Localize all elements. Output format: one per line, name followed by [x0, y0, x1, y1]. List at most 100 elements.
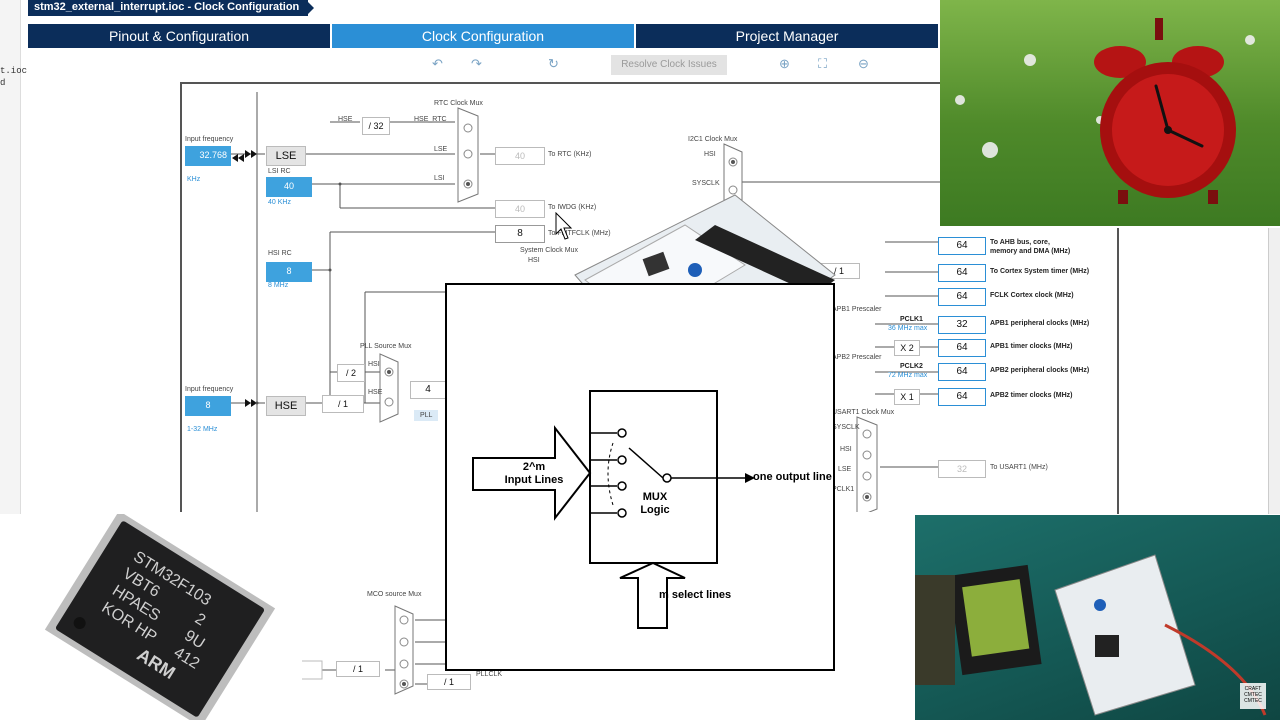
mux-select-label: m select lines	[659, 589, 732, 601]
apb1-peripheral-value: 32	[938, 316, 986, 334]
usart-lse-label: LSE	[838, 466, 852, 473]
ahb-clock-value[interactable]: 64	[938, 237, 986, 255]
mco-source-mux-label: MCO source Mux	[367, 591, 422, 598]
pclk2-label: PCLK2	[900, 363, 923, 370]
mux-logic-label-2: Logic	[640, 504, 670, 516]
alarm-clock-photo	[940, 0, 1280, 226]
system-clock-mux-label: System Clock Mux	[520, 247, 578, 254]
mux-diagram	[472, 390, 755, 629]
pclk1-max: 36 MHz max	[888, 325, 928, 332]
apb2-prescaler-label: APB2 Prescaler	[832, 354, 882, 361]
zoom-out-icon[interactable]: ⊖	[858, 56, 869, 71]
to-flitfclk-label: To FLITFCLK (MHz)	[548, 230, 611, 237]
hsi-rc-label: HSI RC	[268, 250, 292, 257]
resolve-clock-issues-button[interactable]: Resolve Clock Issues	[611, 55, 727, 75]
rtc-hse-label: HSE	[338, 116, 353, 123]
mouse-cursor-icon	[555, 212, 573, 240]
rtc-hse-rtc-label: HSE_RTC	[414, 116, 447, 123]
lsi-rc-label: LSI RC	[268, 168, 291, 175]
pll-value: 4	[410, 381, 446, 399]
apb1-timer-label: APB1 timer clocks (MHz)	[990, 343, 1073, 350]
usart1-label: To USART1 (MHz)	[990, 464, 1048, 471]
mux-logic-label-1: MUX	[642, 491, 668, 503]
undo-icon[interactable]: ↶	[432, 56, 443, 71]
to-iwdg-label: To IWDG (KHz)	[548, 204, 597, 211]
fclk-value: 64	[938, 288, 986, 306]
explorer-item[interactable]: d	[0, 78, 6, 88]
usart-pclk1-label: PCLK1	[832, 486, 855, 493]
hsi-unit: 8 MHz	[268, 282, 289, 289]
pll-label: PLL	[414, 410, 439, 421]
usart-sysclk-label: SYSCLK	[832, 424, 860, 431]
hse-frequency-input[interactable]: 8	[185, 396, 231, 416]
rtc-lsi-label: LSI	[434, 175, 445, 182]
main-tabs: Pinout & Configuration Clock Configurati…	[28, 24, 940, 48]
pll-hse-label: HSE	[368, 389, 383, 396]
sys-hsi-label: HSI	[528, 257, 540, 264]
hse-input-freq-label: Input frequency	[185, 386, 234, 393]
fit-icon[interactable]: ⛶	[818, 56, 828, 71]
apb1-timer-multiplier: X 2	[894, 340, 920, 356]
hse-range: 1-32 MHz	[187, 426, 218, 433]
rtc-clock-mux-label: RTC Clock Mux	[434, 100, 483, 107]
lse-unit: KHz	[187, 176, 201, 183]
ahb-label-1: To AHB bus, core,	[990, 239, 1050, 246]
pll-hsi-divider[interactable]: / 2	[337, 364, 365, 382]
apb2-timer-multiplier: X 1	[894, 389, 920, 405]
usart-hsi-label: HSI	[840, 446, 852, 453]
hse-block: HSE	[266, 396, 306, 416]
hsi-rc-value: 8	[266, 262, 312, 282]
pclk2-max: 72 MHz max	[888, 372, 928, 379]
lse-frequency-input[interactable]: 32.768	[185, 146, 231, 166]
vertical-scrollbar[interactable]	[1268, 228, 1280, 514]
pll-hsi-label: HSI	[368, 361, 380, 368]
usart1-value: 32	[938, 460, 986, 478]
clock-tree-canvas: Input frequency 32.768 KHz LSE LSI RC 40…	[180, 82, 1089, 512]
apb1-peripheral-label: APB1 peripheral clocks (MHz)	[990, 320, 1090, 327]
mux-input-label-1: 2^m	[522, 461, 546, 473]
title-chevron-icon	[306, 0, 314, 16]
mco-divider-select-1[interactable]: / 1	[336, 661, 380, 677]
hse-prediv-select[interactable]: / 1	[322, 395, 364, 413]
mco-mux-graphic	[300, 605, 445, 695]
alarm-clock-icon	[955, 18, 1255, 204]
lse-block: LSE	[266, 146, 306, 166]
mux-input-label-2: Input Lines	[504, 474, 564, 486]
explorer-item[interactable]: t.ioc	[0, 66, 28, 76]
pclk1-label: PCLK1	[900, 316, 923, 323]
clock-toolbar: ↶ ↷ ↻ Resolve Clock Issues ⊕ ⛶ ⊖	[28, 52, 940, 76]
usart1-clock-mux-label: USART1 Clock Mux	[832, 409, 895, 416]
stm32-chip-photo: STM32F103 VBT6 HPAES KOR HP 2 9U 412 ARM	[0, 514, 302, 720]
canvas-right-border	[1117, 228, 1119, 514]
apb2-peripheral-label: APB2 peripheral clocks (MHz)	[990, 367, 1090, 374]
apb1-prescaler-label: APB1 Prescaler	[832, 306, 882, 313]
to-iwdg-value: 40	[495, 200, 545, 218]
lsi-rc-value: 40	[266, 177, 312, 197]
systimer-label: To Cortex System timer (MHz)	[990, 268, 1090, 275]
apb2-peripheral-value: 64	[938, 363, 986, 381]
mco-pllclk-label: PLLCLK	[476, 671, 503, 678]
window-title: stm32_external_interrupt.ioc - Clock Con…	[28, 0, 308, 16]
pll-source-mux-label: PLL Source Mux	[360, 343, 412, 350]
apb1-timer-value: 64	[938, 339, 986, 357]
mux-diagram-panel: 2^m Input Lines MUX Logic one output lin…	[445, 283, 835, 671]
stm32-chip-graphic: STM32F103 VBT6 HPAES KOR HP 2 9U 412 ARM	[44, 514, 276, 720]
tab-clock-configuration[interactable]: Clock Configuration	[332, 24, 636, 48]
lsi-unit: 40 KHz	[268, 199, 291, 206]
rtc-lse-label: LSE	[434, 146, 448, 153]
clock-wires	[230, 92, 940, 512]
project-explorer-strip[interactable]: t.ioc d	[0, 0, 27, 520]
mco-divider-select-2[interactable]: / 1	[427, 674, 471, 690]
zoom-in-icon[interactable]: ⊕	[779, 56, 790, 71]
refresh-icon[interactable]: ↻	[548, 56, 559, 71]
rtc-hse-divider[interactable]: / 32	[362, 117, 390, 135]
i2c-hsi-label: HSI	[704, 151, 716, 158]
i2c1-clock-mux-label: I2C1 Clock Mux	[688, 136, 738, 143]
apb2-timer-value: 64	[938, 388, 986, 406]
to-rtc-label: To RTC (KHz)	[548, 151, 592, 158]
redo-icon[interactable]: ↷	[471, 56, 482, 71]
tab-pinout-configuration[interactable]: Pinout & Configuration	[28, 24, 332, 48]
tab-project-manager[interactable]: Project Manager	[636, 24, 940, 48]
